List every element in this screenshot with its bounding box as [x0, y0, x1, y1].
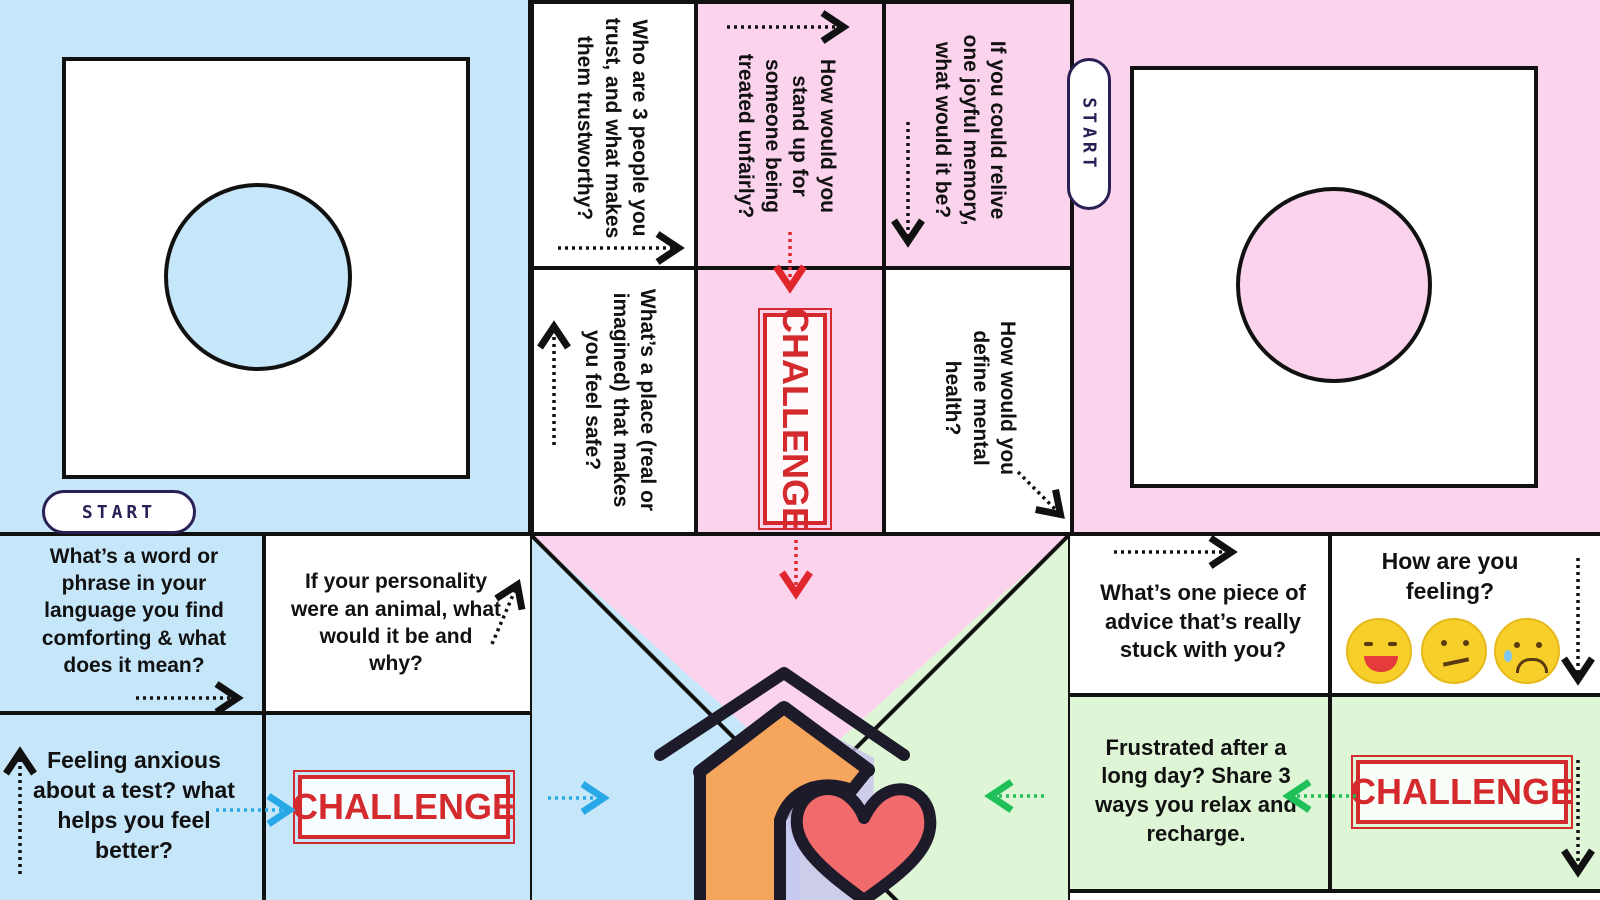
blue-home-circle[interactable] — [164, 183, 352, 371]
question-advice: What’s one piece of advice that’s really… — [1100, 580, 1306, 663]
arrow-9 — [490, 578, 526, 645]
start-pill-blue[interactable]: START — [42, 490, 196, 534]
cell-anxious-test[interactable] — [0, 711, 266, 900]
question-feeling: How are you feeling? — [1381, 548, 1519, 604]
pink-home-circle[interactable] — [1236, 187, 1432, 383]
challenge-stamp-right[interactable]: CHALLENGE — [1350, 755, 1574, 829]
arrow-6 — [1016, 470, 1065, 519]
question-comforting-word: What’s a word or phrase in your language… — [41, 544, 227, 677]
challenge-label-left: CHALLENGE — [292, 786, 516, 827]
challenge-stamp-left[interactable]: CHALLENGE — [292, 770, 516, 844]
question-anxious-test: Feeling anxious about a test? what helps… — [33, 747, 235, 863]
confused-face-icon[interactable] — [1421, 618, 1487, 684]
question-frustrated: Frustrated after a long day? Share 3 way… — [1095, 734, 1297, 846]
question-personality-animal: If your personality were an animal, what… — [290, 570, 502, 676]
start-label-blue: START — [81, 501, 157, 523]
cell-trust[interactable] — [530, 0, 698, 270]
start-pill-pink[interactable]: START — [1067, 58, 1111, 210]
challenge-label-right: CHALLENGE — [1350, 771, 1574, 812]
sad-face-icon[interactable] — [1494, 618, 1560, 684]
cell-joyful-memory[interactable] — [882, 0, 1074, 270]
happy-face-icon[interactable] — [1346, 618, 1412, 684]
